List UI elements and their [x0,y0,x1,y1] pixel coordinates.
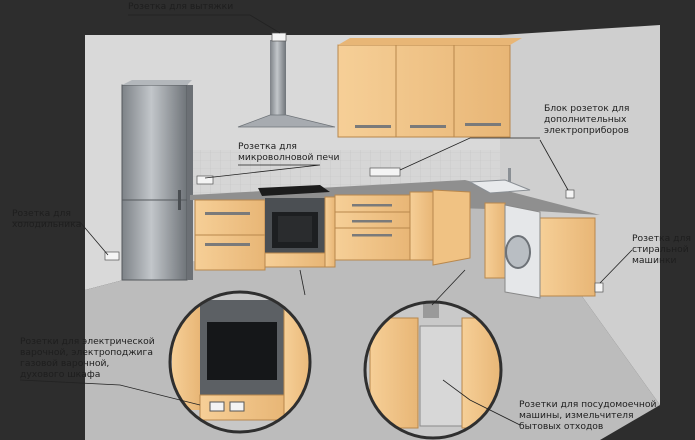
cooktop-icon [258,185,330,196]
callout-hob-oven-socket: Розетки для электрической варочной, элек… [20,336,155,380]
upper-cabinets [337,38,522,138]
oven-icon [278,216,312,242]
side-wall [500,25,660,405]
zoom-circle-dishwasher [363,300,503,440]
range-hood-icon [237,40,336,128]
leader-lines [12,14,633,426]
callout-extra-sockets-block: Блок розеток для дополнительных электроп… [544,103,630,136]
refrigerator-icon [121,80,193,281]
zoom-circle-oven [168,290,312,434]
sink-icon [468,168,531,194]
washing-machine-icon [504,204,541,299]
callout-hood-socket: Розетка для вытяжки [128,1,234,12]
callout-dishwasher-socket: Розетки для посудомоечной машины, измель… [519,399,657,432]
callout-washer-socket: Розетка для стиральной машинки [632,233,691,266]
wall-socket-icon [104,32,604,293]
callout-fridge-socket: Розетка для холодильника [12,208,82,230]
callout-microwave-socket: Розетка для микроволновой печи [238,141,340,163]
